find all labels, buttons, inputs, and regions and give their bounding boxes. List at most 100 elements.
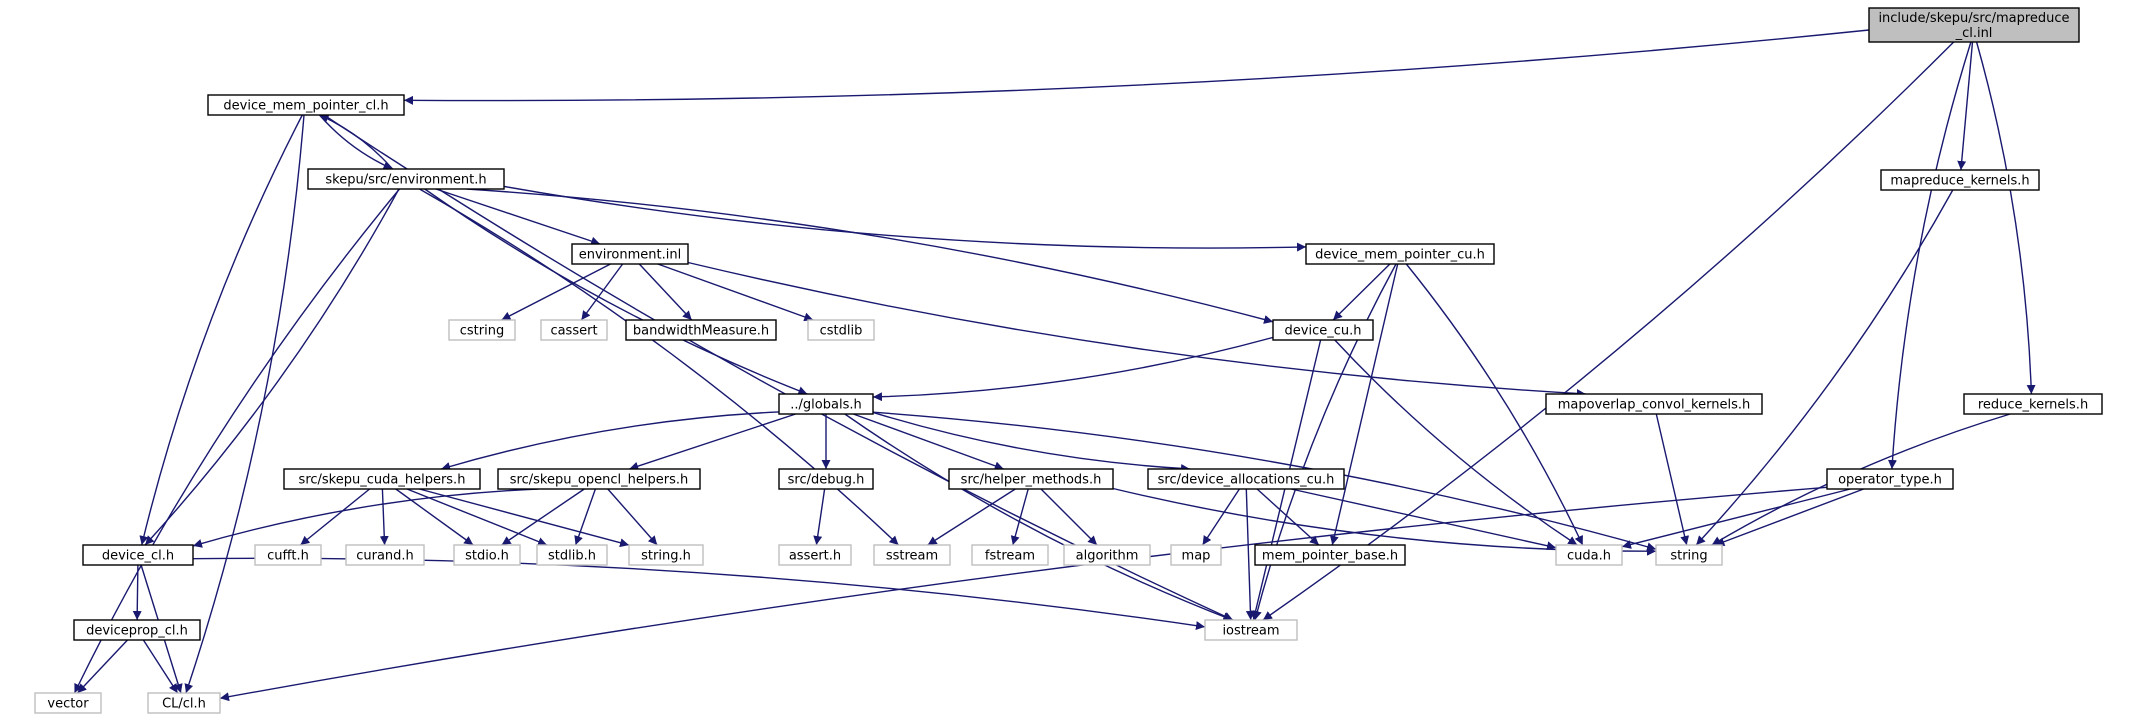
node-label-cstring: cstring: [460, 324, 504, 339]
node-box-dev_cu: [1272, 319, 1374, 341]
node-label-sstream: sstream: [886, 549, 938, 564]
node-clh[interactable]: CL/cl.h: [147, 692, 221, 714]
edge-env_inl-to-bwm: [638, 263, 693, 321]
edge-dev_alloc-to-map: [1202, 488, 1240, 546]
node-ocl_helpers[interactable]: src/skepu_opencl_helpers.h: [497, 468, 701, 490]
node-box-dmp_cl: [207, 94, 405, 116]
node-debug[interactable]: src/debug.h: [778, 468, 874, 490]
node-box-cstdlib: [807, 319, 875, 341]
node-cstdlib[interactable]: cstdlib: [807, 319, 875, 341]
node-box-string: [1655, 544, 1723, 566]
node-box-dev_cl: [82, 544, 194, 566]
node-vector[interactable]: vector: [34, 692, 102, 714]
node-globals[interactable]: ../globals.h: [778, 393, 874, 415]
node-box-bwm: [625, 319, 777, 341]
node-string_h[interactable]: string.h: [628, 544, 704, 566]
edge-root-to-op: [1887, 41, 1972, 470]
node-box-rk: [1963, 393, 2103, 415]
node-label-clh: CL/cl.h: [162, 697, 206, 712]
node-dmp_cl[interactable]: device_mem_pointer_cl.h: [207, 94, 405, 116]
node-env_h[interactable]: skepu/src/environment.h: [307, 168, 505, 190]
node-label-curand: curand.h: [356, 549, 414, 564]
node-mpb[interactable]: mem_pointer_base.h: [1254, 544, 1406, 566]
node-dev_cl[interactable]: device_cl.h: [82, 544, 194, 566]
node-cuda_helpers[interactable]: src/skepu_cuda_helpers.h: [283, 468, 481, 490]
node-box-mpb: [1254, 544, 1406, 566]
node-algorithm[interactable]: algorithm: [1063, 544, 1151, 566]
edge-dmp_cl-to-dev_cl: [139, 114, 303, 546]
edge-globals-to-ocl_helpers: [629, 413, 796, 471]
edge-cuda_helpers-to-stdlib: [406, 488, 548, 546]
node-iostream[interactable]: iostream: [1204, 619, 1298, 641]
node-op[interactable]: operator_type.h: [1826, 468, 1954, 490]
node-box-moc: [1545, 393, 1763, 415]
edge-env_h-to-dev_cl: [144, 188, 400, 546]
node-assert[interactable]: assert.h: [778, 544, 852, 566]
node-label-assert: assert.h: [789, 549, 841, 564]
edge-dev_cl-to-iostream: [192, 557, 1206, 631]
edge-globals-to-dev_alloc: [872, 411, 1191, 473]
node-label-cstdlib: cstdlib: [820, 324, 863, 339]
node-stdio[interactable]: stdio.h: [453, 544, 521, 566]
node-label-dev_cu: device_cu.h: [1285, 324, 1362, 339]
node-dev_cu[interactable]: device_cu.h: [1272, 319, 1374, 341]
node-helper[interactable]: src/helper_methods.h: [948, 468, 1114, 490]
node-box-map: [1170, 544, 1222, 566]
node-label-dev_cl: device_cl.h: [102, 549, 174, 564]
node-box-stdio: [453, 544, 521, 566]
node-box-mk: [1880, 169, 2040, 191]
node-mk[interactable]: mapreduce_kernels.h: [1880, 169, 2040, 191]
node-fstream[interactable]: fstream: [971, 544, 1049, 566]
node-label-map: map: [1182, 549, 1211, 564]
node-label-moc: mapoverlap_convol_kernels.h: [1558, 398, 1750, 413]
edge-env_h-to-dmp_cl: [319, 114, 394, 170]
node-box-cuda_h: [1555, 544, 1623, 566]
node-map[interactable]: map: [1170, 544, 1222, 566]
node-cuda_h[interactable]: cuda.h: [1555, 544, 1623, 566]
edge-env_h-to-dev_cu: [466, 188, 1274, 324]
edge-dev_cu-to-globals: [872, 336, 1274, 402]
node-cufft[interactable]: cufft.h: [254, 544, 322, 566]
node-curand[interactable]: curand.h: [345, 544, 425, 566]
edge-dev_alloc-to-cuda_h: [1290, 488, 1557, 551]
node-label-stdlib: stdlib.h: [548, 549, 596, 564]
node-moc[interactable]: mapoverlap_convol_kernels.h: [1545, 393, 1763, 415]
node-label-dmp_cu: device_mem_pointer_cu.h: [1315, 248, 1485, 263]
node-cstring[interactable]: cstring: [448, 319, 516, 341]
node-string[interactable]: string: [1655, 544, 1723, 566]
node-box-cufft: [254, 544, 322, 566]
node-box-devprop: [73, 619, 201, 641]
node-env_inl[interactable]: environment.inl: [571, 243, 689, 265]
node-box-fstream: [971, 544, 1049, 566]
node-box-env_h: [307, 168, 505, 190]
edge-op-to-clh: [219, 486, 1828, 702]
node-label-iostream: iostream: [1222, 624, 1279, 639]
edge-env_inl-to-cassert: [580, 263, 624, 321]
node-dmp_cu[interactable]: device_mem_pointer_cu.h: [1305, 243, 1495, 265]
node-devprop[interactable]: deviceprop_cl.h: [73, 619, 201, 641]
node-dev_alloc[interactable]: src/device_allocations_cu.h: [1147, 468, 1345, 490]
edge-op-to-string: [1715, 488, 1864, 547]
edge-helper-to-sstream: [927, 488, 1016, 546]
edge-dmp_cu-to-cuda_h: [1405, 263, 1584, 546]
node-cassert[interactable]: cassert: [540, 319, 608, 341]
node-label-string_h: string.h: [641, 549, 691, 564]
node-stdlib[interactable]: stdlib.h: [536, 544, 608, 566]
node-sstream[interactable]: sstream: [873, 544, 951, 566]
node-box-op: [1826, 468, 1954, 490]
node-box-dmp_cu: [1305, 243, 1495, 265]
node-label-env_h: skepu/src/environment.h: [325, 173, 486, 188]
node-bwm[interactable]: bandwidthMeasure.h: [625, 319, 777, 341]
edge-root-to-mk: [1957, 41, 1974, 171]
edge-dmp_cu-to-dev_cu: [1332, 263, 1391, 321]
node-label-algorithm: algorithm: [1076, 549, 1139, 564]
edge-dev_alloc-to-iostream: [1245, 488, 1255, 621]
node-label-root: _cl.inl: [1955, 26, 1993, 41]
node-rk[interactable]: reduce_kernels.h: [1963, 393, 2103, 415]
edge-devprop-to-vector: [76, 639, 129, 694]
edge-op-to-cuda_h: [1621, 488, 1851, 549]
edge-cuda_helpers-to-cufft: [299, 488, 371, 546]
node-label-helper: src/helper_methods.h: [961, 473, 1102, 488]
node-root[interactable]: include/skepu/src/mapreduce_cl.inl: [1868, 7, 2080, 43]
